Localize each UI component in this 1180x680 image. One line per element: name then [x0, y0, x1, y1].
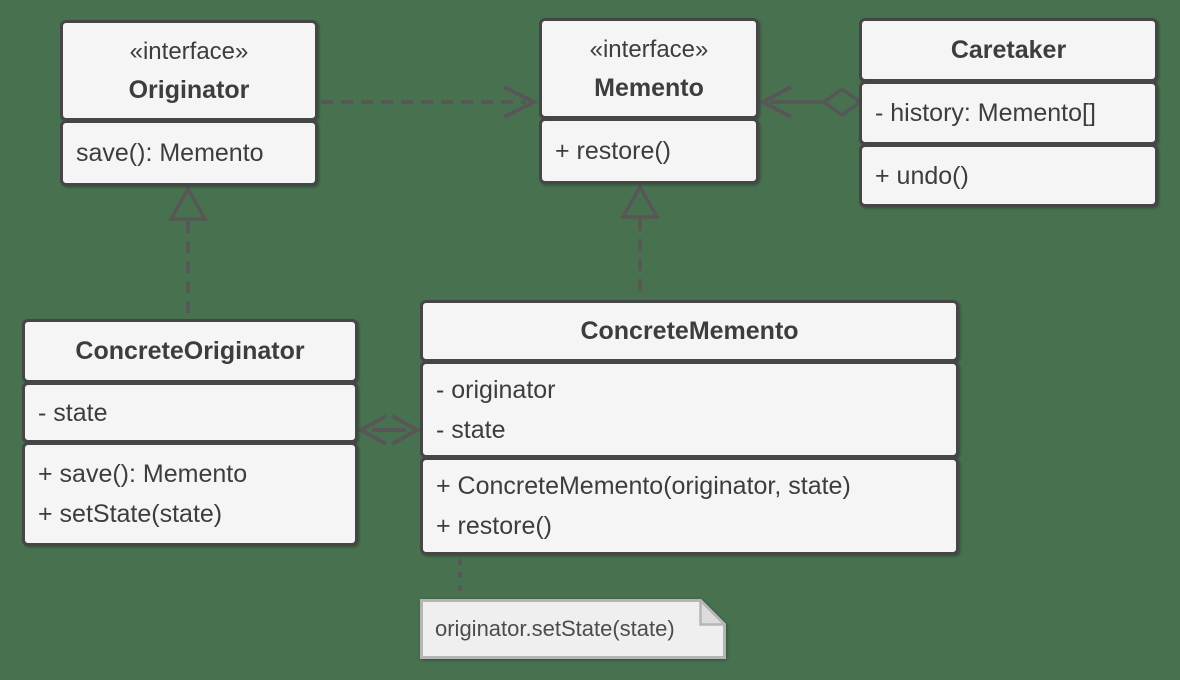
- aggregation-caretaker-memento: [758, 85, 863, 119]
- method-item: + setState(state): [38, 500, 223, 528]
- method-item: + ConcreteMemento(originator, state): [436, 472, 851, 500]
- attributes-compartment: - originator - state: [420, 361, 959, 458]
- class-title-compartment: ConcreteOriginator: [22, 319, 358, 383]
- attributes-compartment: - state: [22, 382, 358, 443]
- methods-compartment: save(): Memento: [60, 120, 318, 186]
- hollow-triangle-icon: [619, 183, 661, 219]
- dependency-arrow-originator-memento: [321, 85, 539, 119]
- note-folded-corner-icon: [699, 599, 726, 626]
- attribute-item: - state: [436, 415, 506, 444]
- class-title-compartment: «interface» Memento: [539, 18, 759, 119]
- class-stereotype: «interface»: [589, 35, 709, 63]
- methods-compartment: + ConcreteMemento(originator, state) + r…: [420, 457, 959, 555]
- method-item: + save(): Memento: [38, 460, 248, 488]
- class-box-memento: «interface» Memento + restore(): [539, 18, 759, 184]
- class-box-caretaker: Caretaker - history: Memento[] + undo(): [859, 18, 1158, 207]
- class-title-compartment: ConcreteMemento: [420, 300, 959, 362]
- open-diamond-icon: [821, 86, 863, 118]
- class-stereotype: «interface»: [129, 37, 249, 65]
- realization-concreteoriginator-originator: [167, 185, 209, 317]
- class-title-compartment: «interface» Originator: [60, 20, 318, 121]
- attributes-compartment: - history: Memento[]: [859, 81, 1158, 145]
- class-title-compartment: Caretaker: [859, 18, 1158, 82]
- uml-note: originator.setState(state): [420, 599, 726, 659]
- association-concreteoriginator-concretememento: [356, 414, 422, 446]
- class-name: Originator: [128, 75, 250, 104]
- note-text: originator.setState(state): [435, 616, 675, 641]
- class-name: ConcreteMemento: [580, 317, 799, 345]
- open-arrowhead-icon: [503, 85, 539, 119]
- open-arrowhead-icon: [391, 414, 422, 446]
- attribute-item: - state: [38, 398, 108, 427]
- class-name: Caretaker: [950, 36, 1067, 64]
- attribute-item: - history: Memento[]: [875, 99, 1096, 127]
- method-item: + restore(): [436, 512, 553, 540]
- class-box-concrete-memento: ConcreteMemento - originator - state + C…: [420, 300, 959, 555]
- hollow-triangle-icon: [167, 185, 209, 221]
- open-arrowhead-icon: [758, 85, 792, 119]
- class-box-originator: «interface» Originator save(): Memento: [60, 20, 318, 186]
- class-name: Memento: [594, 73, 704, 102]
- class-name: ConcreteOriginator: [75, 337, 305, 365]
- methods-compartment: + restore(): [539, 118, 759, 184]
- realization-concretememento-memento: [619, 183, 661, 298]
- methods-compartment: + save(): Memento + setState(state): [22, 442, 358, 546]
- methods-compartment: + undo(): [859, 144, 1158, 207]
- method-item: + undo(): [875, 161, 969, 190]
- method-item: save(): Memento: [76, 139, 264, 167]
- class-box-concrete-originator: ConcreteOriginator - state + save(): Mem…: [22, 319, 358, 546]
- attribute-item: - originator: [436, 375, 556, 404]
- open-arrowhead-icon: [356, 414, 387, 446]
- method-item: + restore(): [555, 137, 672, 165]
- note-body: originator.setState(state): [420, 599, 726, 659]
